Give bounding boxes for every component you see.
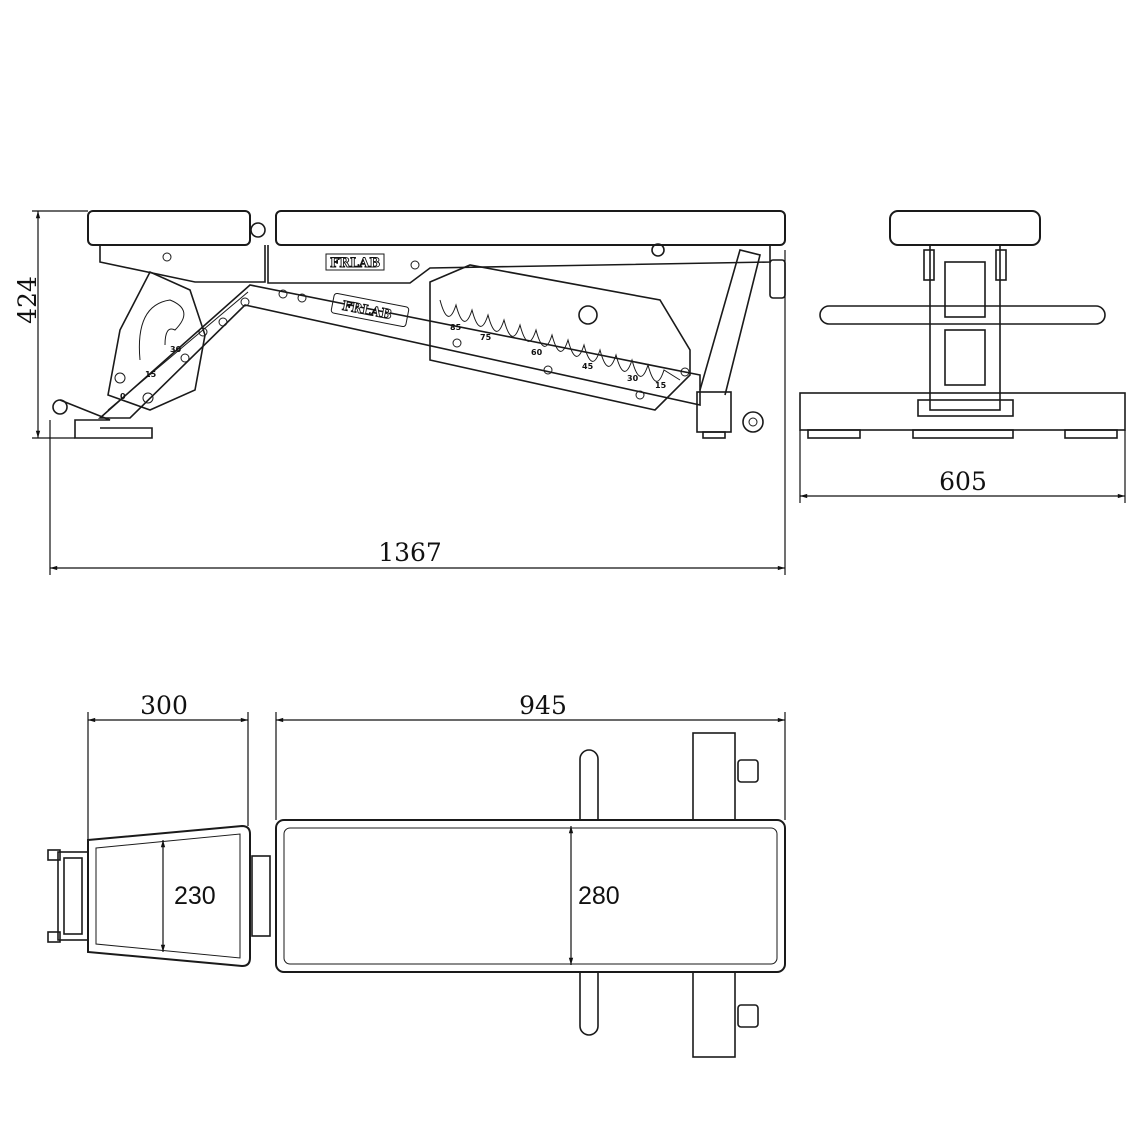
top-back-pad — [275, 819, 786, 973]
seat-length-dimension: 300 — [140, 691, 188, 720]
height-dimension: 424 — [13, 276, 42, 324]
seat-adjust-plate — [107, 270, 206, 411]
handle-bar — [819, 305, 1106, 325]
length-dimension: 1367 — [378, 538, 442, 567]
seat-angle-15: 15 — [145, 370, 157, 379]
back-angle-60: 60 — [531, 348, 543, 357]
brand-label-top: FRLAB — [330, 256, 380, 271]
back-angle-85: 85 — [450, 323, 462, 332]
hinge-pivot — [250, 222, 266, 238]
front-view: 605 — [799, 210, 1126, 503]
top-seat-pad — [87, 824, 251, 968]
back-angle-30: 30 — [627, 374, 639, 383]
side-view: FRLAB FRLAB 85 75 60 45 30 15 30 15 0 42… — [13, 210, 786, 575]
back-angle-45: 45 — [582, 362, 594, 371]
seat-angle-0: 0 — [120, 392, 126, 401]
seat-pad — [87, 210, 251, 246]
front-pad — [889, 210, 1041, 246]
angle-adjust-plate — [429, 264, 691, 411]
top-view: 300 945 230 280 — [47, 691, 786, 1058]
rear-column — [696, 391, 732, 433]
back-length-dimension: 945 — [519, 691, 567, 720]
base-frame — [799, 392, 1126, 431]
back-angle-15: 15 — [655, 381, 667, 390]
seat-width-dimension: 230 — [174, 882, 216, 910]
wheel — [742, 411, 764, 433]
back-pad — [275, 210, 786, 246]
seat-angle-30: 30 — [170, 345, 182, 354]
back-width-dimension: 280 — [578, 882, 620, 910]
back-angle-75: 75 — [480, 333, 492, 342]
width-dimension: 605 — [939, 467, 987, 496]
main-frame — [97, 284, 701, 419]
